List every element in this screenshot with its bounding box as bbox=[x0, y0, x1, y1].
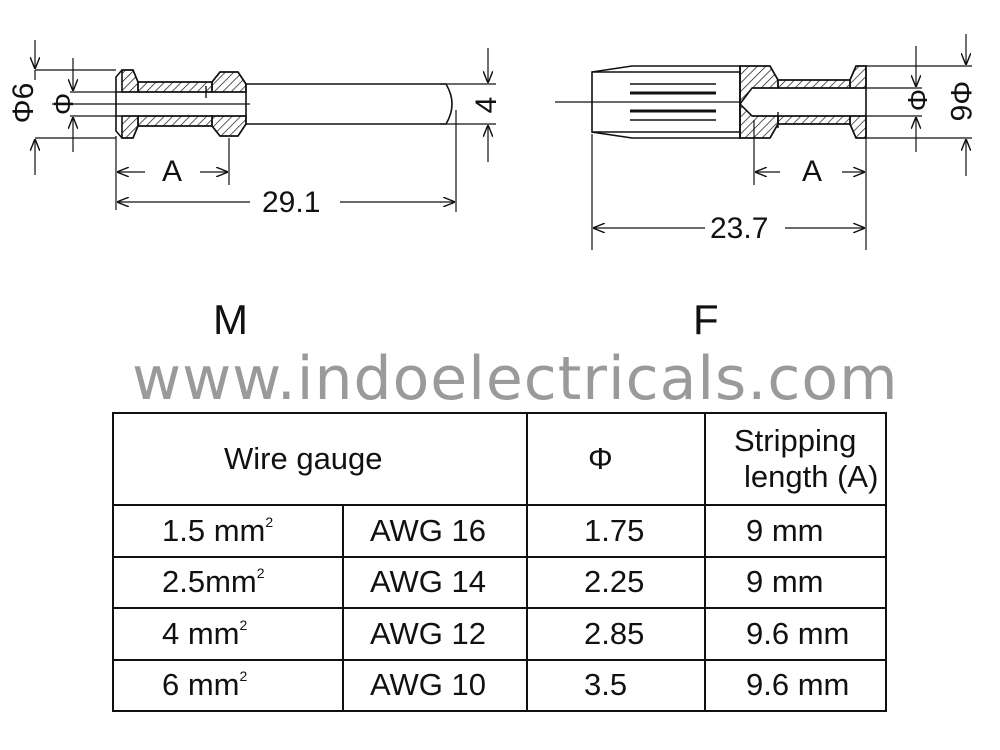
wire-spec-table: Wire gauge Φ Stripping length (A) 1.5 mm… bbox=[112, 412, 887, 712]
table-row: 4 mm2 AWG 12 2.85 9.6 mm bbox=[112, 607, 887, 661]
cell-mm2: 4 mm2 bbox=[112, 607, 344, 661]
cell-phi: 2.85 bbox=[526, 607, 706, 661]
cell-awg: AWG 14 bbox=[342, 555, 528, 609]
male-connector bbox=[52, 69, 453, 139]
cell-phi: 1.75 bbox=[526, 504, 706, 558]
cell-awg: AWG 16 bbox=[342, 504, 528, 558]
cell-awg: AWG 10 bbox=[342, 658, 528, 712]
cell-awg: AWG 12 bbox=[342, 607, 528, 661]
male-total-length-label: 29.1 bbox=[262, 186, 321, 219]
cell-mm2: 6 mm2 bbox=[112, 658, 344, 712]
female-label: F bbox=[693, 296, 719, 343]
header-stripping-line1: Stripping bbox=[734, 423, 857, 459]
header-wire-gauge: Wire gauge bbox=[112, 412, 528, 506]
female-connector bbox=[555, 65, 867, 139]
male-inner-diameter-label: Φ bbox=[48, 92, 79, 116]
female-total-length-label: 23.7 bbox=[710, 212, 769, 245]
table-row: 2.5mm2 AWG 14 2.25 9 mm bbox=[112, 555, 887, 609]
male-outer-diameter-label: Φ6 bbox=[7, 82, 40, 124]
cell-strip: 9 mm bbox=[704, 504, 887, 558]
cell-phi: 3.5 bbox=[526, 658, 706, 712]
table-header-row: Wire gauge Φ Stripping length (A) bbox=[112, 412, 887, 506]
cell-strip: 9.6 mm bbox=[704, 607, 887, 661]
cell-mm2: 2.5mm2 bbox=[112, 555, 344, 609]
cell-phi: 2.25 bbox=[526, 555, 706, 609]
male-label: M bbox=[213, 296, 248, 343]
table-row: 1.5 mm2 AWG 16 1.75 9 mm bbox=[112, 504, 887, 558]
female-inner-diameter-label: Φ bbox=[902, 88, 933, 112]
cell-strip: 9.6 mm bbox=[704, 658, 887, 712]
header-stripping-length: Stripping length (A) bbox=[704, 412, 887, 506]
female-strip-length-label: A bbox=[802, 155, 823, 188]
female-outer-diameter-label: Φ6 bbox=[944, 80, 977, 122]
male-pin-diameter-label: 4 bbox=[470, 96, 503, 114]
male-strip-length-label: A bbox=[162, 155, 183, 188]
cell-mm2: 1.5 mm2 bbox=[112, 504, 344, 558]
watermark-url: www.indoelectricals.com bbox=[132, 344, 899, 414]
header-phi: Φ bbox=[526, 412, 706, 506]
table-row: 6 mm2 AWG 10 3.5 9.6 mm bbox=[112, 658, 887, 712]
cell-strip: 9 mm bbox=[704, 555, 887, 609]
header-stripping-line2: length (A) bbox=[744, 459, 879, 494]
